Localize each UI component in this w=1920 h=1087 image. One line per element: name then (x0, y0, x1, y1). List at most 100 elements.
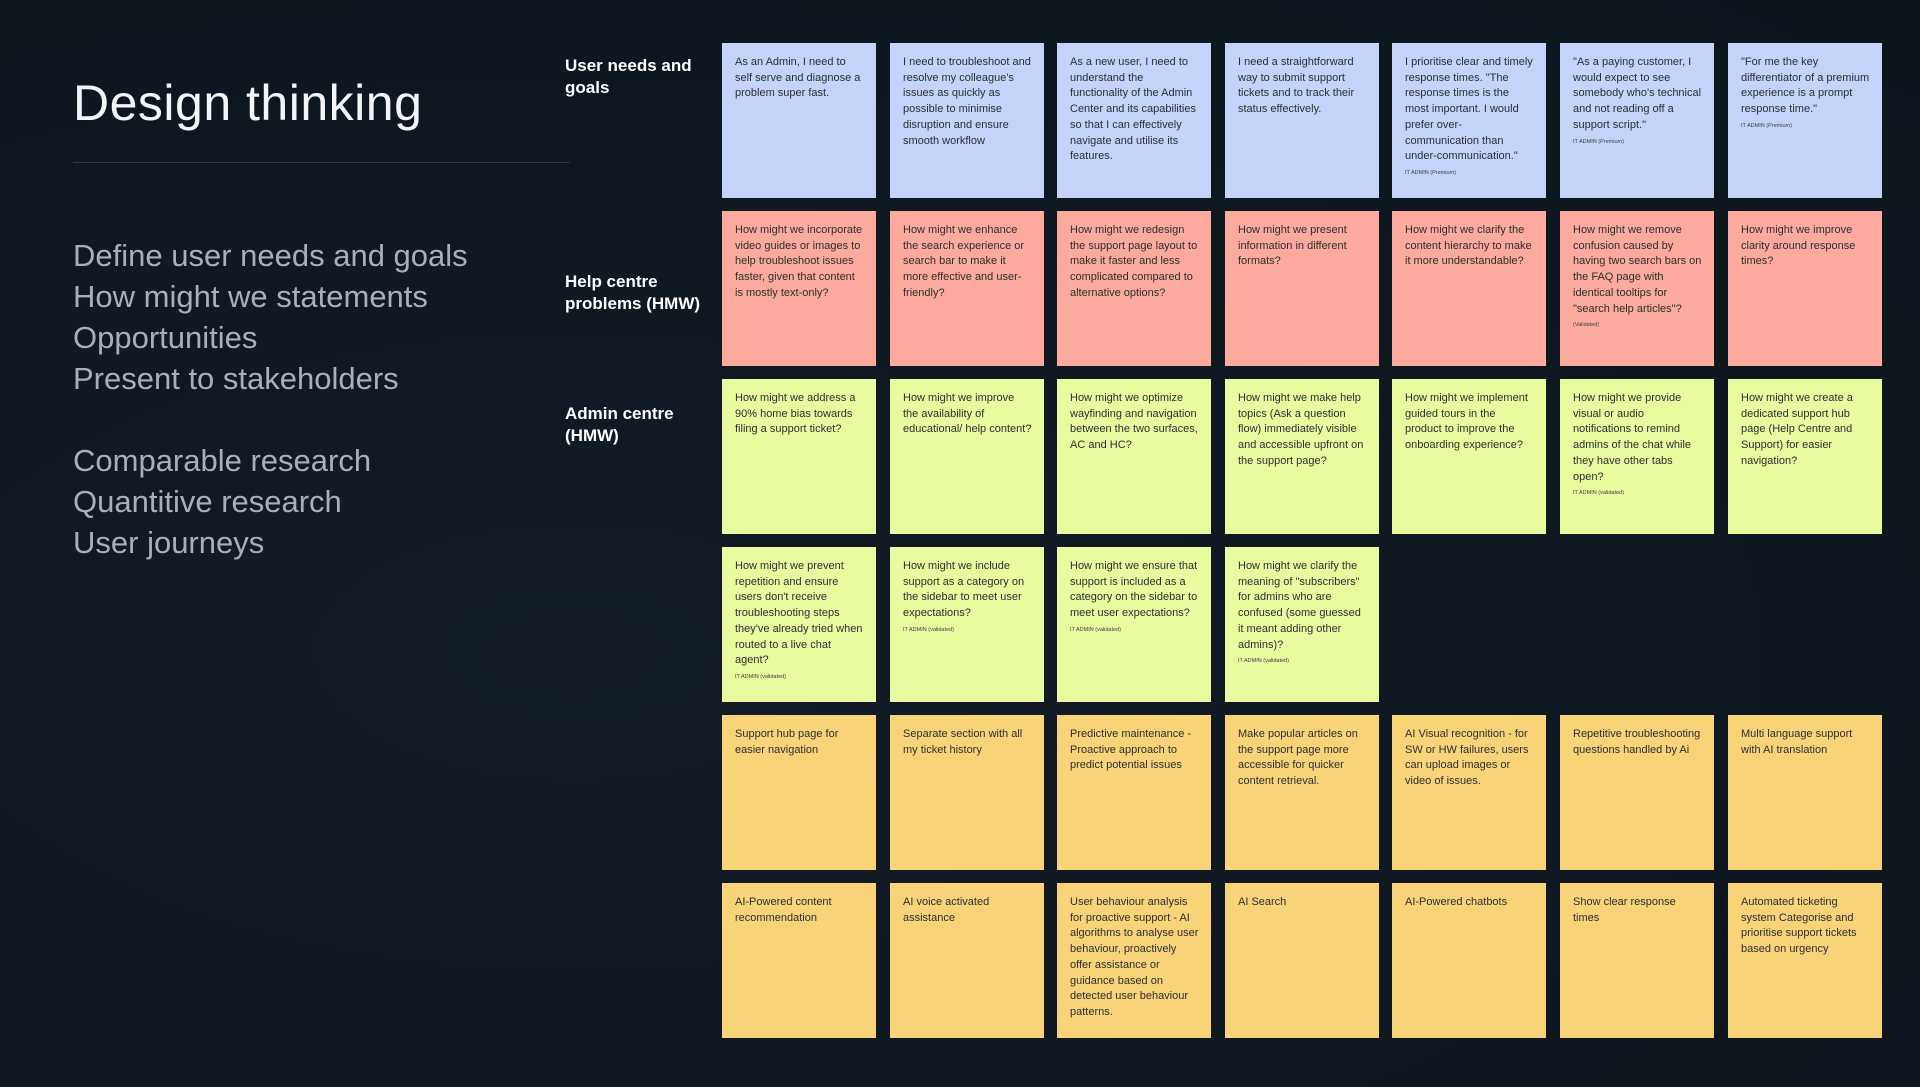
note-tag: IT ADMIN (validated) (735, 673, 786, 680)
opportunity-note[interactable]: AI-Powered content recommendation (722, 883, 876, 1038)
note-text: How might we implement guided tours in t… (1405, 392, 1528, 452)
topic-comparable-research: Comparable research (73, 443, 372, 478)
topic-present-stakeholders: Present to stakeholders (73, 361, 399, 396)
user-needs-note[interactable]: I prioritise clear and timely response t… (1392, 43, 1546, 198)
note-text: How might we present information in diff… (1238, 224, 1347, 268)
user-needs-note[interactable]: I need a straightforward way to submit s… (1225, 43, 1379, 198)
topic-how-might-we: How might we statements (73, 279, 428, 314)
note-text: Multi language support with AI translati… (1741, 728, 1853, 756)
note-tag: IT ADMIN (validated) (1573, 490, 1624, 497)
note-text: Repetitive troubleshooting questions han… (1573, 728, 1701, 756)
note-text: How might we prevent repetition and ensu… (735, 560, 863, 667)
topics-list: Define user needs and goals How might we… (73, 235, 468, 563)
opportunity-note[interactable]: AI Visual recognition - for SW or HW fai… (1392, 715, 1546, 870)
opportunity-note[interactable]: Make popular articles on the support pag… (1225, 715, 1379, 870)
note-text: How might we include support as a catego… (903, 560, 1025, 620)
note-text: AI-Powered content recommendation (735, 896, 832, 924)
note-text: I prioritise clear and timely response t… (1405, 56, 1533, 163)
note-text: How might we incorporate video guides or… (735, 224, 863, 299)
help-centre-note[interactable]: How might we remove confusion caused by … (1560, 211, 1714, 366)
note-text: I need a straightforward way to submit s… (1238, 56, 1355, 116)
admin-centre-note[interactable]: How might we provide visual or audio not… (1560, 379, 1714, 534)
note-text: As a new user, I need to understand the … (1070, 56, 1196, 163)
note-text: AI voice activated assistance (903, 896, 990, 924)
note-text: How might we improve the availability of… (903, 392, 1032, 436)
note-tag: IT ADMIN (Premium) (1741, 122, 1792, 129)
opportunity-note[interactable]: AI-Powered chatbots (1392, 883, 1546, 1038)
note-text: How might we ensure that support is incl… (1070, 560, 1198, 620)
note-text: Make popular articles on the support pag… (1238, 728, 1358, 788)
note-text: I need to troubleshoot and resolve my co… (903, 56, 1031, 147)
note-text: AI-Powered chatbots (1405, 896, 1508, 908)
note-text: AI Visual recognition - for SW or HW fai… (1405, 728, 1529, 788)
note-text: User behaviour analysis for proactive su… (1070, 896, 1199, 1018)
help-centre-note[interactable]: How might we clarify the content hierarc… (1392, 211, 1546, 366)
help-centre-note[interactable]: How might we redesign the support page l… (1057, 211, 1211, 366)
admin-centre-note[interactable]: How might we create a dedicated support … (1728, 379, 1882, 534)
note-tag: IT ADMIN (Premium) (1405, 169, 1456, 176)
user-needs-note[interactable]: As a new user, I need to understand the … (1057, 43, 1211, 198)
admin-centre-note[interactable]: How might we include support as a catego… (890, 547, 1044, 702)
opportunity-note[interactable]: Support hub page for easier navigation (722, 715, 876, 870)
row-label-help-centre: Help centre problems (HMW) (565, 272, 701, 313)
topic-group-gap (73, 399, 468, 440)
help-centre-note[interactable]: How might we incorporate video guides or… (722, 211, 876, 366)
opportunity-note[interactable]: Show clear response times (1560, 883, 1714, 1038)
user-needs-note[interactable]: "As a paying customer, I would expect to… (1560, 43, 1714, 198)
note-tag: IT ADMIN (validated) (1070, 626, 1121, 633)
note-text: How might we remove confusion caused by … (1573, 224, 1702, 315)
opportunity-note[interactable]: User behaviour analysis for proactive su… (1057, 883, 1211, 1038)
admin-centre-note[interactable]: How might we implement guided tours in t… (1392, 379, 1546, 534)
note-text: How might we improve clarity around resp… (1741, 224, 1856, 268)
note-text: Support hub page for easier navigation (735, 728, 839, 756)
note-text: As an Admin, I need to self serve and di… (735, 56, 861, 100)
topic-opportunities: Opportunities (73, 320, 258, 355)
note-text: Separate section with all my ticket hist… (903, 728, 1023, 756)
opportunity-note[interactable]: Predictive maintenance - Proactive appro… (1057, 715, 1211, 870)
note-text: "For me the key differentiator of a prem… (1741, 56, 1870, 116)
help-centre-note[interactable]: How might we enhance the search experien… (890, 211, 1044, 366)
note-tag: (Validated) (1573, 322, 1600, 329)
opportunity-note[interactable]: AI Search (1225, 883, 1379, 1038)
note-text: How might we provide visual or audio not… (1573, 392, 1692, 483)
note-text: Show clear response times (1573, 896, 1676, 924)
admin-centre-note[interactable]: How might we clarify the meaning of "sub… (1225, 547, 1379, 702)
topic-user-journeys: User journeys (73, 525, 265, 560)
opportunity-note[interactable]: Multi language support with AI translati… (1728, 715, 1882, 870)
note-text: Automated ticketing system Categorise an… (1741, 896, 1857, 956)
note-text: How might we address a 90% home bias tow… (735, 392, 856, 436)
opportunity-note[interactable]: Automated ticketing system Categorise an… (1728, 883, 1882, 1038)
help-centre-note[interactable]: How might we improve clarity around resp… (1728, 211, 1882, 366)
row-label-user-needs: User needs and goals (565, 56, 692, 97)
note-text: How might we create a dedicated support … (1741, 392, 1853, 467)
note-text: How might we enhance the search experien… (903, 224, 1025, 299)
user-needs-note[interactable]: I need to troubleshoot and resolve my co… (890, 43, 1044, 198)
opportunity-note[interactable]: Separate section with all my ticket hist… (890, 715, 1044, 870)
page-title: Design thinking (73, 75, 423, 131)
user-needs-note[interactable]: As an Admin, I need to self serve and di… (722, 43, 876, 198)
note-text: How might we make help topics (Ask a que… (1238, 392, 1364, 467)
note-tag: IT ADMIN (validated) (903, 626, 954, 633)
note-text: "As a paying customer, I would expect to… (1573, 56, 1702, 131)
admin-centre-note[interactable]: How might we optimize wayfinding and nav… (1057, 379, 1211, 534)
row-label-admin-centre: Admin centre (HMW) (565, 404, 674, 445)
help-centre-note[interactable]: How might we present information in diff… (1225, 211, 1379, 366)
title-divider (73, 162, 570, 163)
note-tag: IT ADMIN (Premium) (1573, 138, 1624, 145)
admin-centre-note[interactable]: How might we prevent repetition and ensu… (722, 547, 876, 702)
note-tag: IT ADMIN (validated) (1238, 658, 1289, 665)
left-panel: Design thinking Define user needs and go… (73, 70, 573, 560)
user-needs-note[interactable]: "For me the key differentiator of a prem… (1728, 43, 1882, 198)
admin-centre-note[interactable]: How might we improve the availability of… (890, 379, 1044, 534)
admin-centre-note[interactable]: How might we make help topics (Ask a que… (1225, 379, 1379, 534)
topic-define-user-needs: Define user needs and goals (73, 238, 468, 273)
opportunity-note[interactable]: Repetitive troubleshooting questions han… (1560, 715, 1714, 870)
note-text: AI Search (1238, 896, 1287, 908)
admin-centre-note[interactable]: How might we ensure that support is incl… (1057, 547, 1211, 702)
note-text: How might we redesign the support page l… (1070, 224, 1198, 299)
opportunity-note[interactable]: AI voice activated assistance (890, 883, 1044, 1038)
note-text: Predictive maintenance - Proactive appro… (1070, 728, 1192, 772)
admin-centre-note[interactable]: How might we address a 90% home bias tow… (722, 379, 876, 534)
note-text: How might we clarify the meaning of "sub… (1238, 560, 1361, 651)
note-text: How might we clarify the content hierarc… (1405, 224, 1532, 268)
